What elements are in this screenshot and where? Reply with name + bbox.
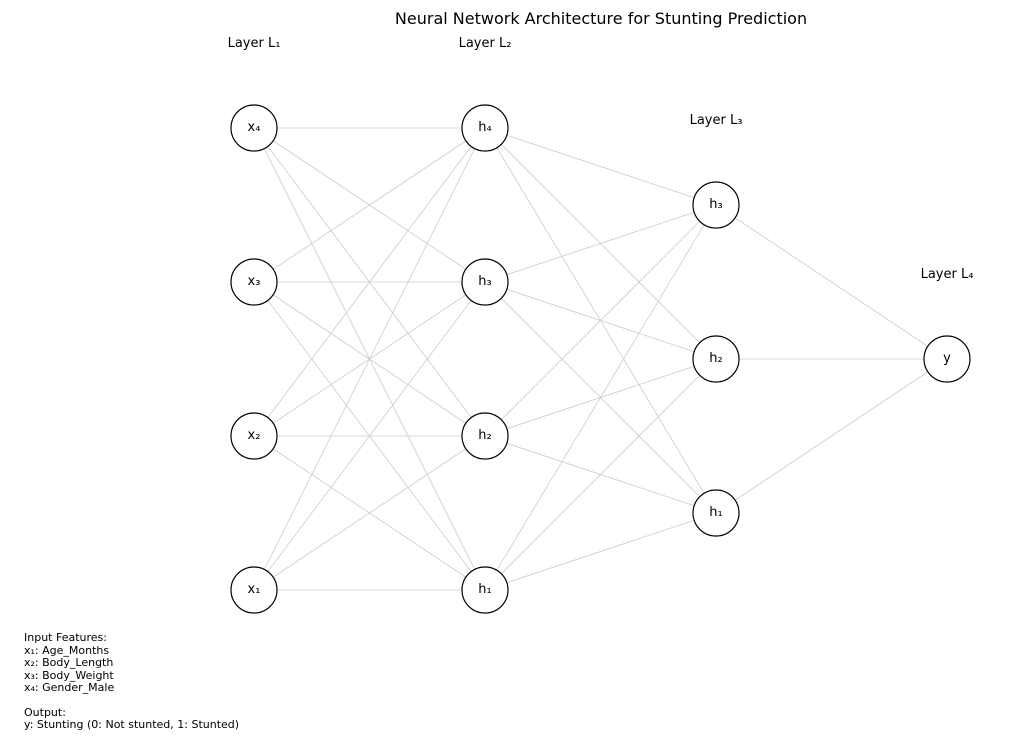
node-label-l3-h3: h₃ (709, 197, 723, 212)
node-label-l1-x3: x₃ (247, 274, 261, 289)
edge-l2-3-to-l3-0 (484, 204, 717, 591)
node-label-l2-h3: h₃ (478, 274, 492, 289)
neuron-l3-2 (692, 489, 740, 537)
neuron-l2-0 (461, 104, 509, 152)
input-feature-x1: x₁: Age_Months (24, 643, 110, 657)
input-feature-x3: x₃: Body_Weight (24, 668, 114, 682)
edge-l2-2-to-l3-0 (484, 204, 717, 437)
layer-label-1: Layer L₁ (227, 36, 281, 51)
legend-notes: Input Features: x₁: Age_Months x₂: Body_… (24, 631, 240, 732)
neuron-l4-0 (923, 335, 971, 383)
node-label-l2-h1: h₁ (478, 582, 492, 597)
input-feature-x2: x₂: Body_Length (24, 656, 114, 669)
node-label-l4-y: y (943, 351, 951, 366)
neuron-l2-3 (461, 566, 509, 614)
node-label-l1-x1: x₁ (247, 582, 261, 597)
edge-l3-2-to-l4-0 (715, 358, 948, 514)
output-description: y: Stunting (0: Not stunted, 1: Stunted) (24, 718, 240, 731)
layer-label-3: Layer L₃ (689, 113, 743, 128)
edge-l2-3-to-l3-2 (484, 512, 717, 591)
diagram-title: Neural Network Architecture for Stunting… (394, 9, 808, 28)
connections (253, 127, 948, 591)
neuron-l3-0 (692, 181, 740, 229)
node-label-l1-x4: x₄ (247, 120, 261, 135)
edge-l1-3-to-l2-2 (253, 435, 486, 591)
edge-l1-1-to-l2-0 (253, 127, 486, 283)
neuron-l2-1 (461, 258, 509, 306)
node-label-l3-h2: h₂ (709, 351, 723, 366)
neuron-l1-3 (230, 566, 278, 614)
edge-l2-3-to-l3-1 (484, 358, 717, 591)
input-features-heading: Input Features: (24, 631, 107, 644)
neuron-l1-1 (230, 258, 278, 306)
edge-l1-3-to-l2-0 (253, 127, 486, 591)
layer-label-2: Layer L₂ (458, 36, 512, 51)
edge-l2-1-to-l3-0 (484, 204, 717, 283)
node-label-l1-x2: x₂ (247, 428, 261, 443)
edge-l1-3-to-l2-1 (253, 281, 486, 591)
neuron-l1-0 (230, 104, 278, 152)
output-heading: Output: (24, 705, 66, 719)
node-label-l3-h1: h₁ (709, 505, 723, 520)
edge-l2-0-to-l3-0 (484, 127, 717, 206)
edge-l3-0-to-l4-0 (715, 204, 948, 360)
neuron-l2-2 (461, 412, 509, 460)
layer-label-4: Layer L₄ (920, 267, 974, 282)
node-label-l2-h2: h₂ (478, 428, 492, 443)
neuron-l3-1 (692, 335, 740, 383)
input-feature-x4: x₄: Gender_Male (24, 681, 115, 694)
neuron-l1-2 (230, 412, 278, 460)
node-label-l2-h4: h₄ (478, 120, 492, 135)
neurons (230, 104, 971, 614)
edge-l1-2-to-l2-0 (253, 127, 486, 437)
